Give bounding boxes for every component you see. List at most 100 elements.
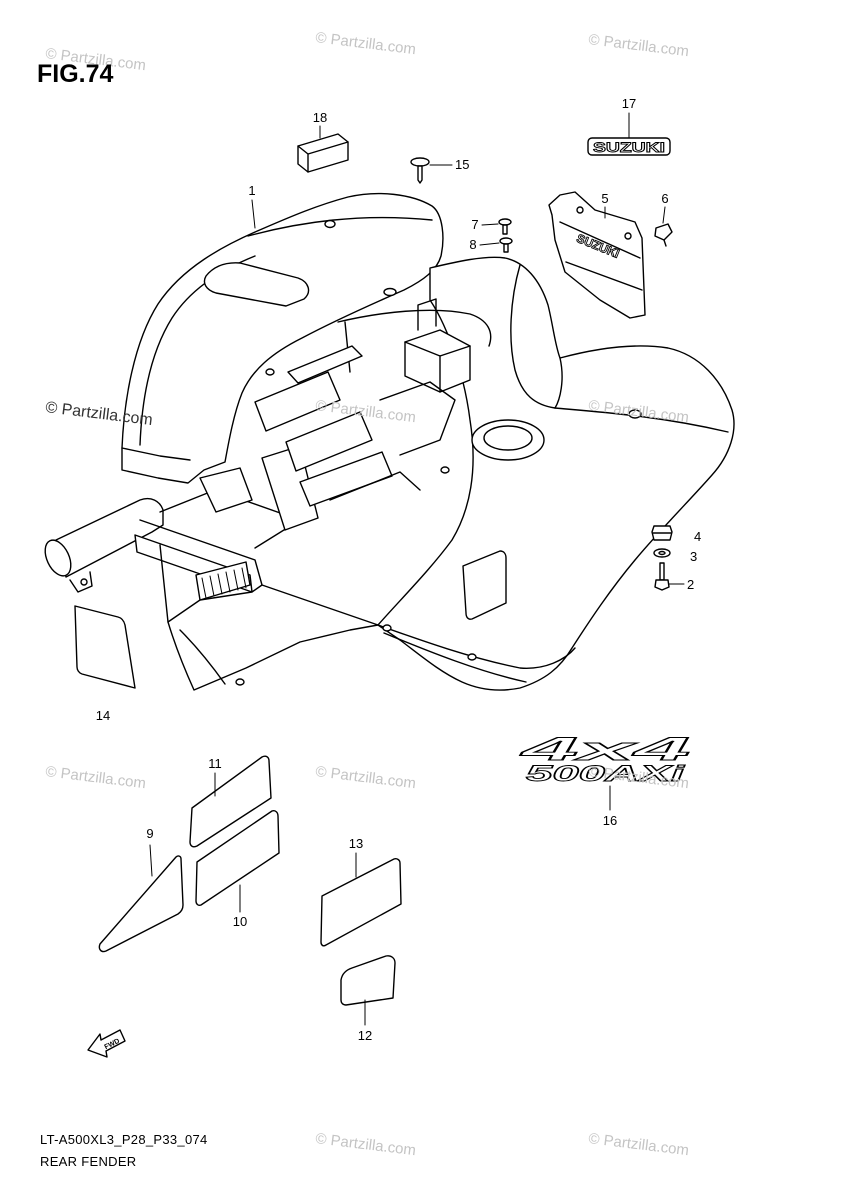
rib-3 bbox=[285, 411, 373, 472]
battery-box-post bbox=[417, 298, 437, 331]
tray-pocket-left bbox=[199, 467, 253, 513]
rivet-cap bbox=[410, 157, 430, 167]
callout-16: 16 bbox=[603, 813, 617, 828]
frame-step bbox=[379, 381, 456, 456]
forward-direction-arrow: FWD bbox=[87, 1029, 126, 1058]
callout-5: 5 bbox=[601, 191, 608, 206]
cross-member-post bbox=[344, 321, 351, 373]
watermark: © Partzilla.com bbox=[315, 397, 417, 426]
washer-hole bbox=[658, 550, 666, 556]
callout-7: 7 bbox=[471, 217, 478, 232]
rear-grille-slats bbox=[201, 567, 247, 599]
watermark: © Partzilla.com bbox=[315, 29, 417, 58]
bolt-head bbox=[654, 579, 670, 591]
mount-hole bbox=[383, 287, 397, 297]
callout-12: 12 bbox=[358, 1028, 372, 1043]
callout-9: 9 bbox=[146, 826, 153, 841]
callout-numbers: 1 2 3 4 5 6 7 8 9 10 11 12 13 14 15 16 1… bbox=[96, 96, 701, 1043]
watermark: © Partzilla.com bbox=[315, 763, 417, 792]
bracket-rib bbox=[559, 221, 641, 259]
mount-hole bbox=[382, 624, 392, 632]
screw-shank bbox=[502, 224, 508, 235]
screw-shank bbox=[503, 243, 509, 253]
leader-lines bbox=[149, 112, 685, 1026]
right-fender-lower-flange bbox=[377, 624, 576, 669]
clip-tab bbox=[663, 239, 667, 247]
rib-4 bbox=[299, 451, 393, 507]
callout-1: 1 bbox=[248, 183, 255, 198]
mount-hole bbox=[628, 409, 642, 419]
left-fender-recess bbox=[203, 262, 310, 307]
callout-4: 4 bbox=[694, 529, 701, 544]
callout-18: 18 bbox=[313, 110, 327, 125]
frame-lower-line bbox=[329, 471, 421, 501]
part-10-decal bbox=[195, 810, 280, 906]
lower-rear-panel bbox=[167, 584, 379, 691]
left-fender-ridge-line bbox=[247, 216, 433, 237]
decal-line-1: 4x4 bbox=[519, 731, 691, 767]
rack-tube bbox=[55, 497, 164, 578]
cushion-body bbox=[297, 133, 349, 173]
tray-side-line bbox=[159, 544, 169, 623]
part-2-bolt bbox=[654, 562, 670, 591]
part-18-cushion bbox=[297, 133, 349, 173]
right-fender-step-line bbox=[554, 357, 563, 409]
leader-line-7 bbox=[481, 223, 499, 226]
rack-tube-bolt-hole bbox=[80, 578, 88, 586]
leader-line-8 bbox=[479, 242, 500, 246]
watermark: © Partzilla.com bbox=[588, 1130, 690, 1159]
rear-grille bbox=[195, 561, 251, 601]
right-fender-recess bbox=[462, 550, 507, 620]
part-13-decal bbox=[320, 858, 402, 947]
leader-line-6 bbox=[662, 206, 666, 224]
cushion-edge bbox=[297, 141, 349, 173]
bracket-hole bbox=[576, 206, 584, 214]
bracket-plate bbox=[548, 191, 646, 319]
bracket-rib bbox=[565, 261, 643, 291]
part-8-screw bbox=[499, 237, 513, 253]
left-fender-top-outline bbox=[121, 192, 444, 484]
mount-hole bbox=[235, 678, 245, 686]
right-fender-outline bbox=[377, 256, 735, 691]
figure-title: FIG.74 bbox=[37, 60, 114, 88]
part-7-screw bbox=[498, 218, 512, 235]
part-6-clip bbox=[654, 223, 673, 247]
leader-line-9 bbox=[149, 844, 153, 877]
rack-tube-end bbox=[44, 539, 72, 577]
clip-body bbox=[654, 223, 673, 241]
right-fender-inner-contour bbox=[510, 264, 556, 409]
arrow-shape bbox=[87, 1029, 126, 1058]
rib-2 bbox=[254, 371, 341, 432]
drawing-code: LT-A500XL3_P28_P33_074 bbox=[40, 1132, 208, 1147]
bolt-shank bbox=[659, 562, 665, 581]
lower-rear-flange bbox=[179, 629, 226, 685]
screw-head bbox=[498, 218, 512, 226]
part-16-decal: 4x4 500AXi bbox=[518, 731, 691, 787]
callout-13: 13 bbox=[349, 836, 363, 851]
part-1-rear-fender bbox=[44, 192, 735, 691]
mount-hole bbox=[467, 653, 477, 661]
mount-hole bbox=[324, 219, 336, 229]
mount-hole bbox=[440, 466, 450, 474]
part-5-bracket: SUZUKI bbox=[548, 191, 646, 319]
storage-opening-inner bbox=[483, 425, 533, 451]
callout-17: 17 bbox=[622, 96, 636, 111]
callout-15: 15 bbox=[455, 157, 469, 172]
mount-hole bbox=[265, 368, 275, 376]
callout-3: 3 bbox=[690, 549, 697, 564]
watermark: © Partzilla.com bbox=[588, 31, 690, 60]
callout-14: 14 bbox=[96, 708, 110, 723]
tray-floor-line bbox=[159, 489, 301, 549]
part-12-decal bbox=[340, 955, 396, 1006]
drawing-name: REAR FENDER bbox=[40, 1154, 136, 1169]
rack-tube-bracket bbox=[69, 571, 93, 593]
callout-11: 11 bbox=[208, 756, 222, 771]
part-4-grommet bbox=[651, 525, 673, 541]
rib-1 bbox=[287, 345, 363, 384]
callout-10: 10 bbox=[233, 914, 247, 929]
battery-box bbox=[404, 329, 471, 393]
cross-member bbox=[337, 309, 492, 347]
watermark: © Partzilla.com bbox=[315, 1130, 417, 1159]
part-9-decal bbox=[98, 855, 184, 953]
